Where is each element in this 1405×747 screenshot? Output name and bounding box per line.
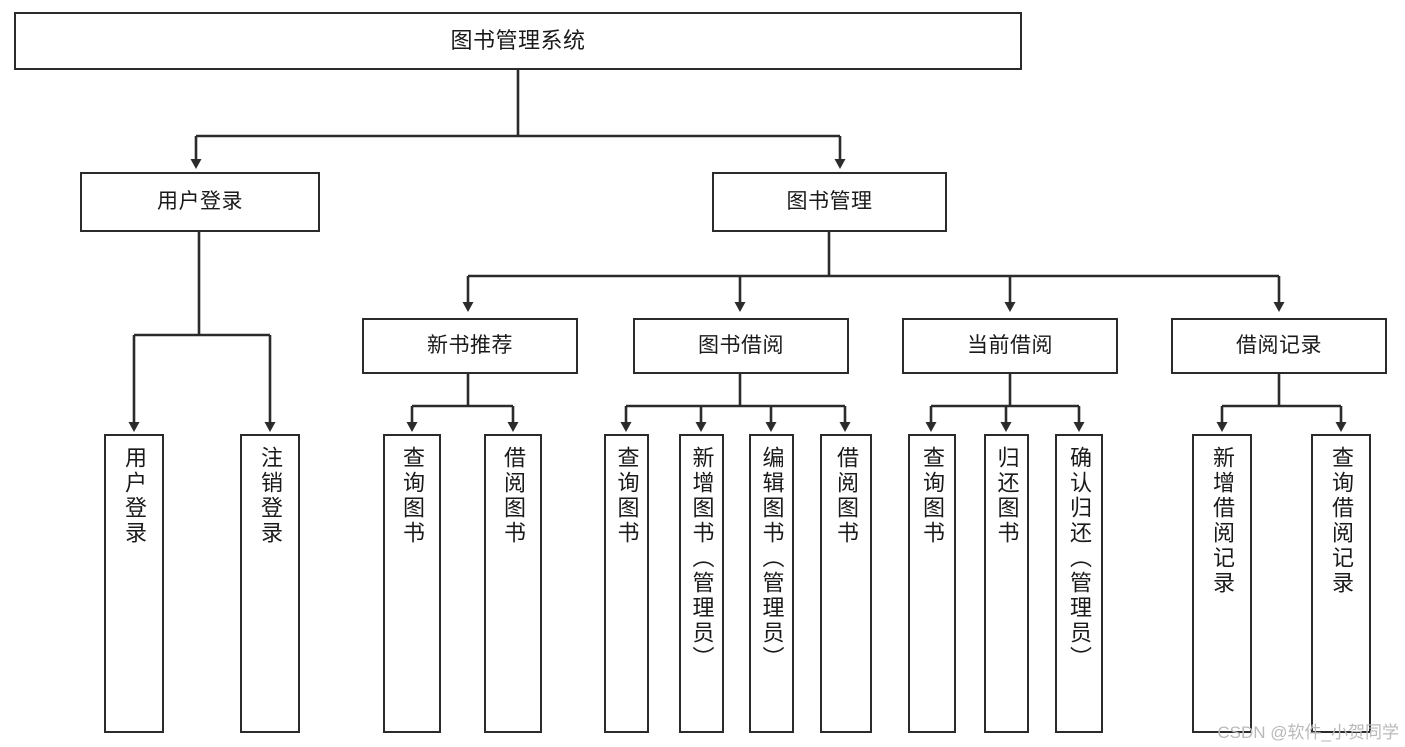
node-label: 新增图书（管理员） <box>689 446 715 671</box>
leaf-logout[interactable]: 注销登录 <box>240 434 300 733</box>
leaf-borrow-book-1[interactable]: 借阅图书 <box>484 434 542 733</box>
node-root-system[interactable]: 图书管理系统 <box>14 12 1022 70</box>
leaf-query-record[interactable]: 查询借阅记录 <box>1311 434 1371 733</box>
node-label: 查询图书 <box>614 446 640 546</box>
node-label: 借阅图书 <box>501 446 526 546</box>
leaf-edit-book[interactable]: 编辑图书（管理员） <box>749 434 794 733</box>
node-label: 用户登录 <box>157 189 243 213</box>
node-label: 归还图书 <box>994 446 1020 546</box>
node-label: 图书管理 <box>786 189 873 213</box>
node-new-book-recommend[interactable]: 新书推荐 <box>362 318 578 374</box>
leaf-add-book[interactable]: 新增图书（管理员） <box>679 434 724 733</box>
node-label: 新书推荐 <box>427 333 513 357</box>
node-label: 查询图书 <box>400 446 425 546</box>
leaf-borrow-book-2[interactable]: 借阅图书 <box>820 434 872 733</box>
leaf-return-book[interactable]: 归还图书 <box>984 434 1029 733</box>
node-book-borrow[interactable]: 图书借阅 <box>633 318 849 374</box>
node-label: 图书借阅 <box>698 333 784 357</box>
leaf-query-book-2[interactable]: 查询图书 <box>604 434 649 733</box>
leaf-query-book-1[interactable]: 查询图书 <box>383 434 441 733</box>
node-label: 当前借阅 <box>967 333 1053 357</box>
node-user-login[interactable]: 用户登录 <box>80 172 320 232</box>
node-current-borrow[interactable]: 当前借阅 <box>902 318 1118 374</box>
watermark-text: CSDN @软件_小贺同学 <box>1217 723 1399 742</box>
node-label: 借阅记录 <box>1236 333 1322 357</box>
leaf-user-login[interactable]: 用户登录 <box>104 434 164 733</box>
leaf-confirm-return[interactable]: 确认归还（管理员） <box>1055 434 1103 733</box>
leaf-add-record[interactable]: 新增借阅记录 <box>1192 434 1252 733</box>
node-label: 编辑图书（管理员） <box>759 446 785 671</box>
node-label: 用户登录 <box>122 446 147 546</box>
node-label: 新增借阅记录 <box>1210 446 1235 596</box>
node-label: 确认归还（管理员） <box>1067 446 1092 671</box>
node-book-manage[interactable]: 图书管理 <box>712 172 947 232</box>
node-label: 查询借阅记录 <box>1329 446 1354 596</box>
leaf-query-book-3[interactable]: 查询图书 <box>908 434 956 733</box>
node-label: 查询图书 <box>920 446 945 546</box>
node-label: 注销登录 <box>258 446 283 546</box>
node-borrow-record[interactable]: 借阅记录 <box>1171 318 1387 374</box>
node-label: 图书管理系统 <box>450 28 586 54</box>
node-label: 借阅图书 <box>834 446 859 546</box>
